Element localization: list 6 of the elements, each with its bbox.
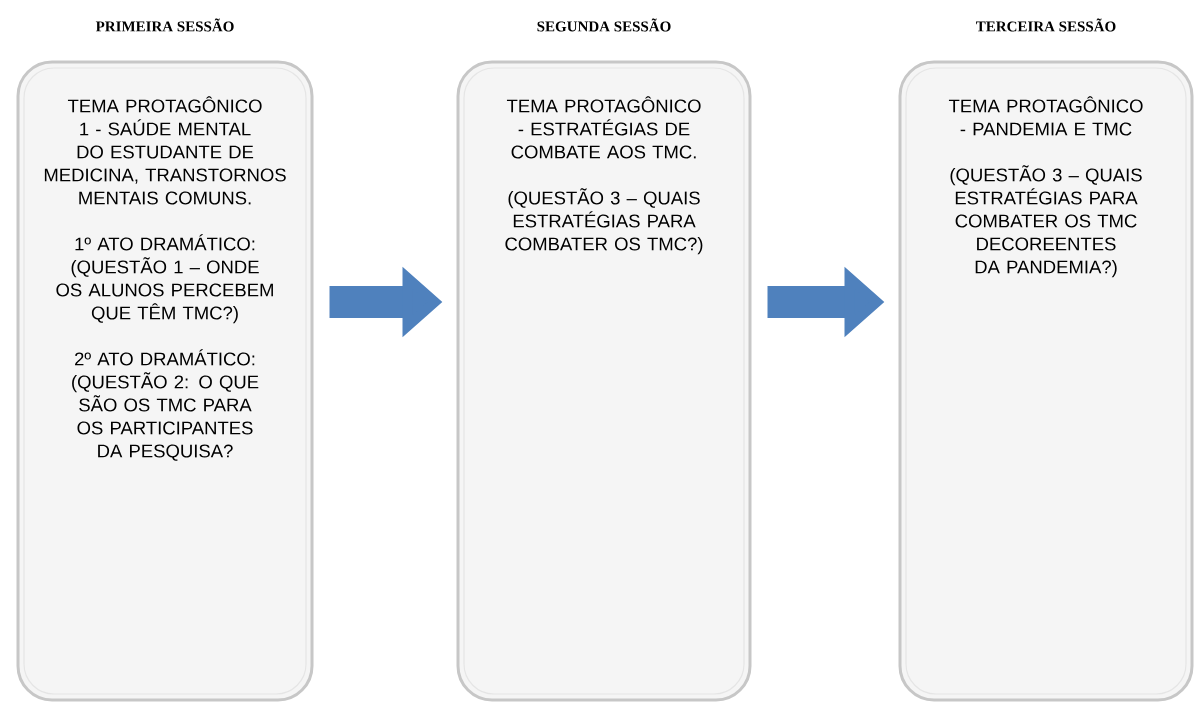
session-heading: PRIMEIRA SESSÃO: [95, 18, 234, 32]
session-box: TEMA PROTAGÔNICO - PANDEMIA E TMC (QUESTÃO 3 – QUAIS ESTRATÉGIAS PARA COMBATER OS TMC DECOREENTES DA PANDEMIA?): [898, 60, 1194, 702]
session-heading: SEGUNDA SESSÃO: [537, 18, 671, 32]
session-heading: TERCEIRA SESSÃO: [976, 18, 1116, 32]
session-box: TEMA PROTAGÔNICO - ESTRATÉGIAS DE COMBATE AOS TMC. (QUESTÃO 3 – QUAIS ESTRATÉGIAS PARA COMBATER OS TMC?): [456, 60, 752, 702]
session-box: TEMA PROTAGÔNICO 1 - SAÚDE MENTAL DO ESTUDANTE DE MEDICINA, TRANSTORNOS MENTAIS COMUNS. 1º ATO DRAMÁTICO: (QUESTÃO 1 – ONDE OS ALUNOS PERCEBEM QUE TÊM TMC?) 2º ATO DRAMÁTICO: (QUESTÃO 2: O QUE SÃO OS TMC PARA OS PARTICIPANTES DA PESQUISA?: [16, 60, 314, 702]
